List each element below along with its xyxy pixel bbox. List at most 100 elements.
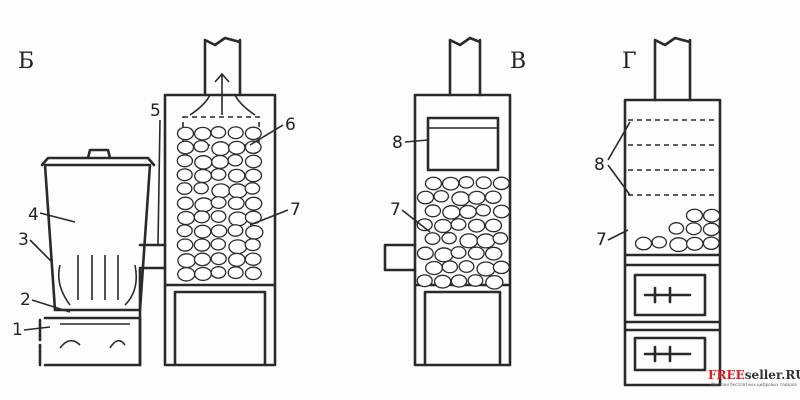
- label-8: 8: [392, 133, 403, 153]
- stone: [244, 238, 261, 252]
- stone: [484, 218, 503, 233]
- stone: [244, 168, 263, 183]
- stone: [467, 246, 485, 261]
- watermark-logo: FREEseller.RU Магазин бесплатных цифровы…: [708, 368, 800, 387]
- stone: [459, 204, 477, 220]
- water-tank-levels: [628, 119, 718, 196]
- stone: [467, 190, 486, 205]
- label-7: 7: [290, 200, 301, 220]
- stone: [492, 232, 509, 245]
- stove-column: [623, 98, 722, 387]
- stone: [424, 204, 442, 218]
- stone: [425, 260, 444, 276]
- stone: [668, 222, 685, 235]
- stone: [685, 222, 702, 236]
- stone: [433, 274, 452, 289]
- stone: [450, 218, 467, 231]
- stone: [211, 154, 229, 170]
- label-1: 1: [12, 320, 23, 340]
- stone: [244, 126, 262, 141]
- stone: [492, 260, 510, 275]
- leader-lines: [607, 121, 631, 241]
- stone: [634, 236, 653, 251]
- stone: [228, 239, 248, 255]
- stone: [244, 154, 263, 169]
- stone: [176, 154, 194, 168]
- tank-lid: [40, 148, 156, 167]
- stone: [210, 224, 228, 238]
- stone: [416, 246, 434, 261]
- stone: [227, 224, 244, 237]
- stone: [451, 191, 471, 207]
- stone: [467, 218, 486, 233]
- stone: [210, 126, 227, 139]
- stone: [492, 204, 511, 219]
- stone: [424, 176, 443, 191]
- stone: [450, 274, 468, 288]
- stone: [177, 253, 197, 269]
- stone: [210, 196, 227, 210]
- panel-g-drawing: Г 8 7: [594, 36, 722, 387]
- stone: [210, 237, 227, 251]
- stone: [424, 232, 441, 245]
- stone: [685, 208, 704, 223]
- panel-label-b: Б: [18, 49, 34, 74]
- leader-lines: [401, 139, 431, 233]
- stone: [441, 260, 459, 274]
- firebox-door[interactable]: [633, 273, 707, 317]
- panel-v-drawing: В 8 7: [383, 36, 526, 367]
- flow-arrows: [57, 255, 138, 349]
- label-7: 7: [390, 200, 401, 220]
- ash-door[interactable]: [633, 336, 707, 372]
- leader-lines: [23, 119, 289, 331]
- stone: [475, 203, 492, 217]
- stone: [475, 176, 492, 190]
- stone: [416, 274, 433, 288]
- door-handle: [643, 286, 692, 304]
- stone: [685, 236, 704, 251]
- stone: [244, 196, 263, 211]
- watermark-brand: seller.RU: [744, 368, 800, 382]
- stone: [176, 196, 194, 211]
- stone: [484, 190, 502, 204]
- stone: [176, 126, 195, 141]
- flue-pipe: [383, 243, 417, 272]
- stone: [458, 176, 475, 189]
- stones: [634, 208, 721, 253]
- stone: [434, 247, 454, 263]
- stone: [441, 176, 460, 191]
- chimney: [653, 36, 692, 102]
- stone: [193, 238, 211, 252]
- stone-column: [163, 93, 277, 367]
- stone: [227, 126, 244, 140]
- stone: [227, 140, 246, 155]
- chimney: [448, 36, 482, 97]
- door-handle: [643, 345, 692, 363]
- stone: [476, 233, 496, 249]
- stone: [194, 168, 213, 184]
- stone: [177, 210, 196, 226]
- stone: [434, 218, 453, 234]
- stone: [442, 205, 461, 220]
- stone: [193, 126, 212, 141]
- stone: [492, 176, 510, 191]
- stone: [194, 155, 213, 170]
- stone: [702, 208, 721, 223]
- stone: [227, 168, 246, 183]
- label-8: 8: [594, 155, 605, 175]
- firebox: [38, 316, 142, 367]
- stone: [458, 260, 475, 273]
- stone: [433, 189, 450, 203]
- label-2: 2: [20, 290, 31, 310]
- stone: [485, 275, 504, 290]
- stone: [416, 190, 435, 205]
- stone: [176, 182, 193, 195]
- stone: [193, 224, 212, 239]
- stone: [416, 218, 433, 232]
- watermark-tagline: Магазин бесплатных цифровых товаров: [711, 382, 797, 387]
- stone: [177, 266, 196, 282]
- stones: [176, 126, 264, 282]
- stone: [210, 252, 227, 266]
- stone: [227, 252, 246, 267]
- stone: [194, 266, 212, 282]
